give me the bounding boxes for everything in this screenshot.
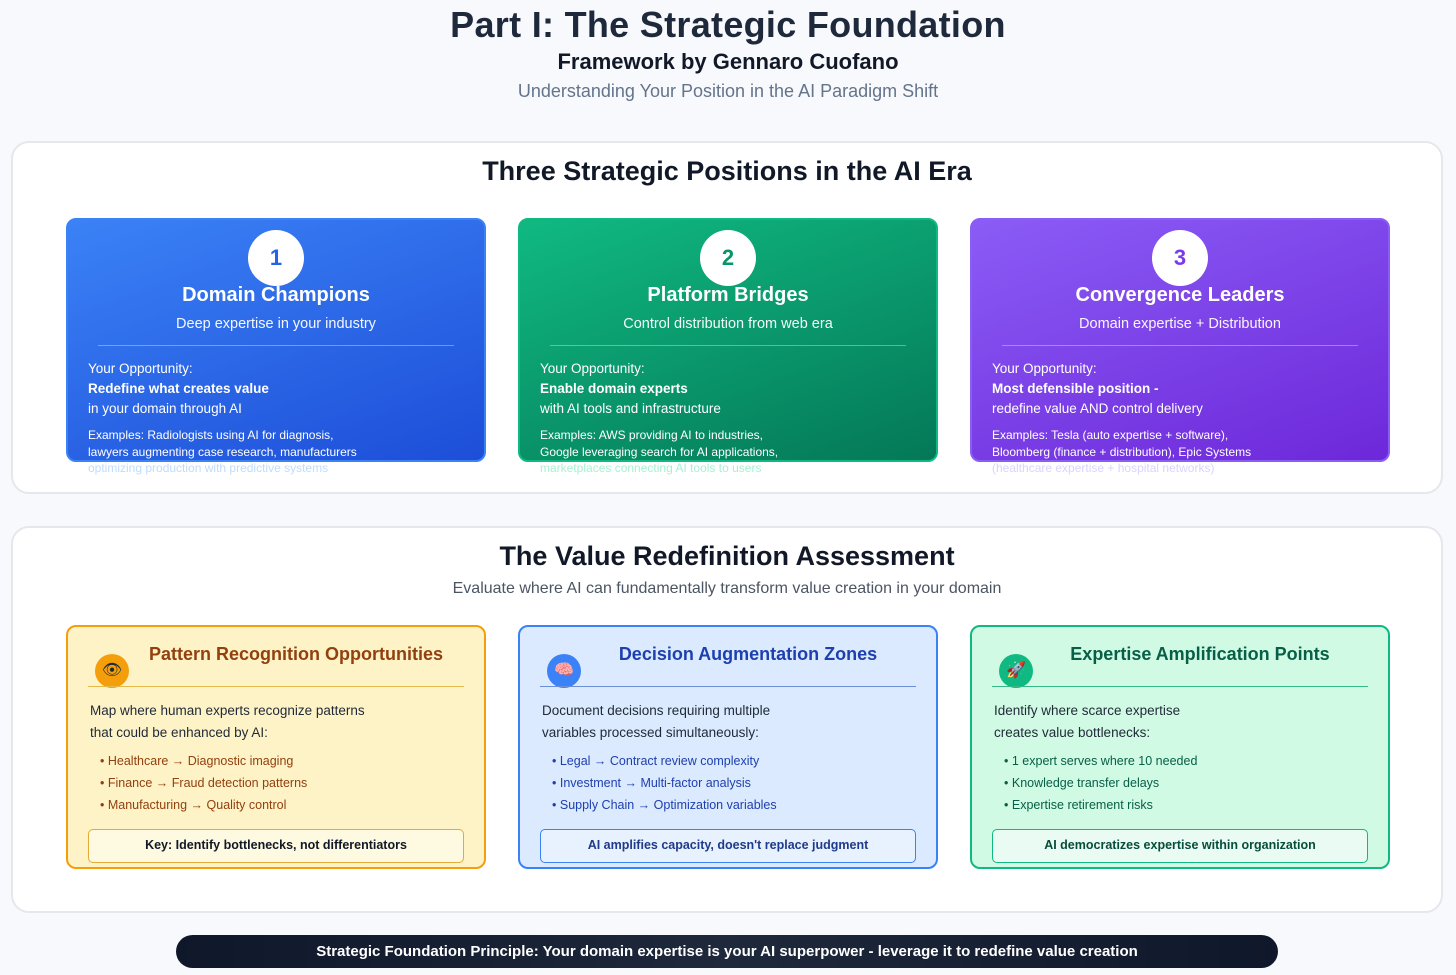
- page-title: Part I: The Strategic Foundation: [450, 4, 1006, 45]
- opportunity-headline: Enable domain experts: [540, 381, 688, 396]
- list-item: Healthcare → Diagnostic imaging: [100, 753, 307, 775]
- opportunity-headline: Redefine what creates value: [88, 381, 269, 396]
- list-item: Investment → Multi-factor analysis: [552, 775, 777, 797]
- position-description: Domain expertise + Distribution: [1079, 316, 1281, 332]
- assessment-key-callout: AI amplifies capacity, doesn't replace j…: [540, 829, 916, 863]
- assessment-description: that could be enhanced by AI:: [90, 725, 268, 740]
- opportunity-detail: redefine value AND control delivery: [992, 401, 1203, 416]
- position-name: Platform Bridges: [647, 284, 809, 306]
- position-card-domain-champions: 1 Domain Champions Deep expertise in you…: [66, 218, 486, 475]
- list-item: Expertise retirement risks: [1004, 797, 1197, 819]
- assessment-card-title: Pattern Recognition Opportunities: [148, 644, 443, 664]
- value-assessment-panel: The Value Redefinition Assessment Evalua…: [11, 526, 1443, 913]
- assessment-card-decision-augmentation: 🧠 Decision Augmentation Zones Document d…: [518, 625, 938, 869]
- positions-title: Three Strategic Positions in the AI Era: [482, 156, 972, 186]
- examples-line-overflow: marketplaces connecting AI tools to user…: [540, 461, 762, 475]
- position-description: Deep expertise in your industry: [176, 316, 376, 332]
- list-item: Knowledge transfer delays: [1004, 775, 1197, 797]
- assessment-key-callout: Key: Identify bottlenecks, not different…: [88, 829, 464, 863]
- eye-icon: 👁: [95, 654, 129, 688]
- assessment-example-list: Healthcare → Diagnostic imaging Finance …: [100, 753, 307, 819]
- position-card-convergence-leaders: 3 Convergence Leaders Domain expertise +…: [970, 218, 1390, 475]
- position-card-platform-bridges: 2 Platform Bridges Control distribution …: [518, 218, 938, 475]
- assessment-title: The Value Redefinition Assessment: [499, 541, 955, 571]
- position-description: Control distribution from web era: [623, 316, 833, 332]
- brain-icon: 🧠: [547, 654, 581, 688]
- assessment-key-callout: AI democratizes expertise within organiz…: [992, 829, 1368, 863]
- examples-line: Bloomberg (finance + distribution), Epic…: [992, 445, 1252, 459]
- opportunity-label: Your Opportunity:: [540, 361, 645, 376]
- assessment-card-title: Expertise Amplification Points: [1070, 644, 1330, 664]
- examples-line: Examples: Tesla (auto expertise + softwa…: [992, 428, 1229, 442]
- examples-line: Examples: Radiologists using AI for diag…: [88, 428, 334, 442]
- position-number-badge: 1: [248, 230, 304, 286]
- assessment-example-list: 1 expert serves where 10 needed Knowledg…: [1004, 753, 1198, 819]
- assessment-subtitle: Evaluate where AI can fundamentally tran…: [452, 580, 1002, 597]
- list-item: Supply Chain → Optimization variables: [552, 797, 777, 819]
- examples-line: lawyers augmenting case research, manufa…: [88, 445, 357, 459]
- opportunity-headline: Most defensible position -: [992, 381, 1159, 396]
- position-divider: [1002, 345, 1358, 346]
- position-name: Domain Champions: [182, 284, 370, 306]
- list-item: Manufacturing → Quality control: [100, 797, 307, 819]
- examples-line: Examples: AWS providing AI to industries…: [540, 428, 763, 442]
- position-name: Convergence Leaders: [1075, 284, 1285, 306]
- opportunity-detail: with AI tools and infrastructure: [540, 401, 721, 416]
- opportunity-label: Your Opportunity:: [992, 361, 1097, 376]
- assessment-card-pattern-recognition: 👁 Pattern Recognition Opportunities Map …: [66, 625, 486, 869]
- assessment-example-list: Legal → Contract review complexity Inves…: [552, 753, 777, 819]
- position-number-badge: 3: [1152, 230, 1208, 286]
- opportunity-detail: in your domain through AI: [88, 401, 242, 416]
- list-item: 1 expert serves where 10 needed: [1004, 753, 1198, 775]
- assessment-divider: [992, 686, 1368, 687]
- rocket-icon: 🚀: [999, 654, 1033, 688]
- assessment-description: Map where human experts recognize patter…: [90, 703, 365, 718]
- position-divider: [98, 345, 454, 346]
- assessment-description: Identify where scarce expertise: [994, 703, 1181, 718]
- page-author: Framework by Gennaro Cuofano: [557, 49, 899, 74]
- list-item: Legal → Contract review complexity: [552, 753, 777, 775]
- assessment-description: creates value bottlenecks:: [994, 725, 1151, 740]
- assessment-description: variables processed simultaneously:: [542, 725, 759, 740]
- assessment-divider: [540, 686, 916, 687]
- examples-line: Google leveraging search for AI applicat…: [540, 445, 779, 459]
- position-divider: [550, 345, 906, 346]
- assessment-card-title: Decision Augmentation Zones: [618, 644, 878, 664]
- opportunity-label: Your Opportunity:: [88, 361, 193, 376]
- strategic-positions-panel: Three Strategic Positions in the AI Era …: [11, 141, 1443, 494]
- examples-line-overflow: optimizing production with predictive sy…: [88, 461, 329, 475]
- examples-line-overflow: (healthcare expertise + hospital network…: [992, 461, 1215, 475]
- assessment-card-expertise-amplification: 🚀 Expertise Amplification Points Identif…: [970, 625, 1390, 869]
- assessment-description: Document decisions requiring multiple: [542, 703, 771, 718]
- strategic-principle-banner: Strategic Foundation Principle: Your dom…: [176, 935, 1278, 968]
- page-subtitle: Understanding Your Position in the AI Pa…: [517, 81, 939, 101]
- position-number-badge: 2: [700, 230, 756, 286]
- list-item: Finance → Fraud detection patterns: [100, 775, 307, 797]
- assessment-divider: [88, 686, 464, 687]
